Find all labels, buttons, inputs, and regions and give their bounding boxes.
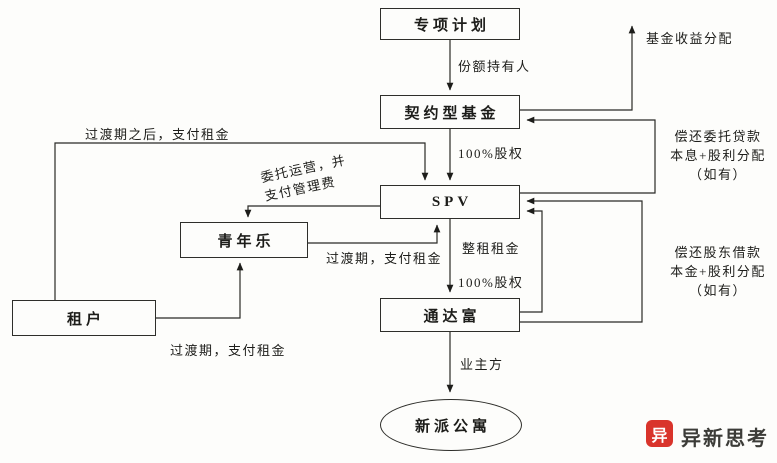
connector-spv-entrust-qingnianle [244, 205, 380, 218]
label-equity-fund-spv: 100%股权 [458, 146, 524, 161]
connector-fund-income-return [520, 25, 636, 111]
label-fund-income-distribution: 基金收益分配 [646, 31, 734, 46]
node-qingnianle: 青年乐 [180, 222, 308, 258]
label-whole-lease-rent: 整租租金 [462, 241, 521, 256]
node-tenant: 租户 [12, 300, 156, 336]
label-equity-spv-tongdafu: 100%股权 [458, 275, 524, 290]
label-repay-shareholder-loan: 偿还股东借款 本金+股利分配 （如有） [670, 245, 766, 298]
node-xinpai-apartment: 新派公寓 [380, 399, 522, 451]
node-contract-fund: 契约型基金 [380, 95, 520, 129]
connector-tenant-rent-to-qingnianle [156, 262, 244, 319]
watermark-text: 异新思考 [681, 428, 769, 450]
node-special-plan: 专项计划 [380, 8, 520, 40]
connector-spv-repay-entrusted-loan [520, 116, 656, 194]
label-transition-rent-qingnianle-spv: 过渡期，支付租金 [326, 251, 443, 266]
connector-tenant-rent-to-spv [54, 142, 429, 300]
watermark-logo-icon: 异 [646, 420, 673, 447]
label-after-transition-rent: 过渡期之后，支付租金 [85, 127, 231, 142]
label-transition-rent-tenant-qingnianle: 过渡期，支付租金 [170, 343, 287, 358]
label-owner-side: 业主方 [460, 357, 504, 372]
node-tongdafu: 通达富 [380, 298, 520, 332]
connector-tongdafu-whole-lease-rent [520, 207, 543, 313]
connector-tongdafu-repay-shareholder-loan [520, 197, 643, 323]
label-repay-entrusted-loan: 偿还委托贷款 本息+股利分配 （如有） [670, 129, 766, 182]
label-share-holder: 份额持有人 [458, 59, 531, 74]
node-spv: SPV [380, 185, 520, 219]
connector-qingnianle-rent-to-spv [308, 224, 441, 244]
